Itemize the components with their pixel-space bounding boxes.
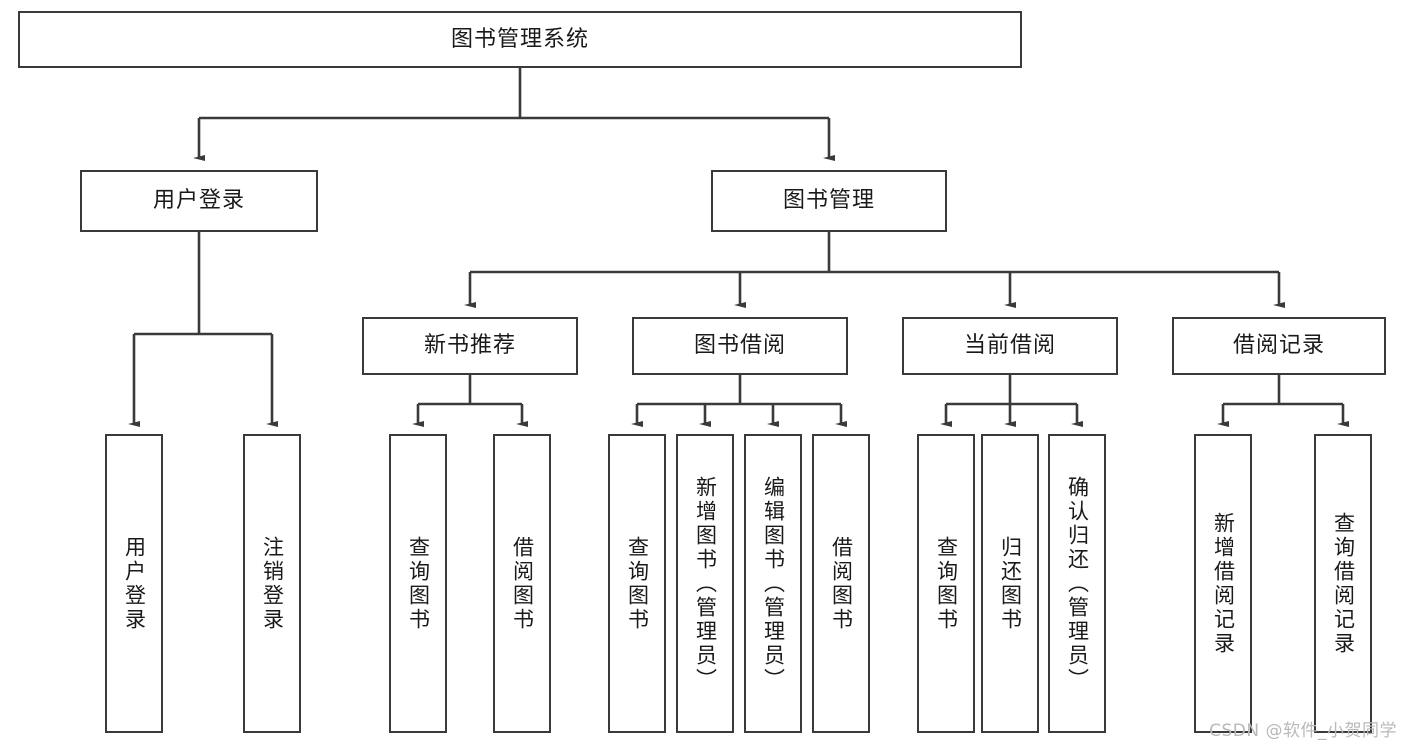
leaf-add-book-label: 新增图书（管理员） [693,475,718,692]
leaf-query-book-2-label: 查询图书 [625,535,650,632]
leaf-borrow-book-2[interactable]: 借阅图书 [812,434,870,733]
node-book-management[interactable]: 图书管理 [711,170,947,232]
leaf-logout-login-label: 注销登录 [260,535,285,632]
leaf-query-book-3[interactable]: 查询图书 [917,434,975,733]
node-borrow-record-label: 借阅记录 [1232,333,1325,359]
node-book-borrow[interactable]: 图书借阅 [632,317,848,375]
leaf-edit-book[interactable]: 编辑图书（管理员） [744,434,802,733]
leaf-query-book-1-label: 查询图书 [406,535,431,632]
leaf-edit-book-label: 编辑图书（管理员） [761,475,786,692]
leaf-query-book-3-label: 查询图书 [934,535,959,632]
leaf-add-borrow-record[interactable]: 新增借阅记录 [1194,434,1252,733]
leaf-return-book-label: 归还图书 [998,535,1023,632]
node-root-label: 图书管理系统 [450,26,589,52]
node-new-book-recommend[interactable]: 新书推荐 [362,317,578,375]
node-current-borrow[interactable]: 当前借阅 [902,317,1118,375]
leaf-borrow-book-2-label: 借阅图书 [829,535,854,632]
node-borrow-record[interactable]: 借阅记录 [1172,317,1386,375]
leaf-borrow-book-1[interactable]: 借阅图书 [493,434,551,733]
leaf-user-login-label: 用户登录 [122,535,147,632]
node-book-management-label: 图书管理 [782,188,875,214]
leaf-query-borrow-record-label: 查询借阅记录 [1331,511,1356,656]
leaf-add-book[interactable]: 新增图书（管理员） [676,434,734,733]
leaf-confirm-return[interactable]: 确认归还（管理员） [1048,434,1106,733]
leaf-return-book[interactable]: 归还图书 [981,434,1039,733]
leaf-query-book-2[interactable]: 查询图书 [608,434,666,733]
node-book-borrow-label: 图书借阅 [693,333,786,359]
leaf-query-borrow-record[interactable]: 查询借阅记录 [1314,434,1372,733]
node-user-login[interactable]: 用户登录 [80,170,318,232]
node-new-book-recommend-label: 新书推荐 [423,333,516,359]
leaf-borrow-book-1-label: 借阅图书 [510,535,535,632]
node-user-login-label: 用户登录 [152,188,245,214]
node-current-borrow-label: 当前借阅 [963,333,1056,359]
leaf-user-login[interactable]: 用户登录 [105,434,163,733]
leaf-logout-login[interactable]: 注销登录 [243,434,301,733]
leaf-confirm-return-label: 确认归还（管理员） [1065,475,1090,692]
leaf-query-book-1[interactable]: 查询图书 [389,434,447,733]
node-root[interactable]: 图书管理系统 [18,11,1022,68]
leaf-add-borrow-record-label: 新增借阅记录 [1211,511,1236,656]
